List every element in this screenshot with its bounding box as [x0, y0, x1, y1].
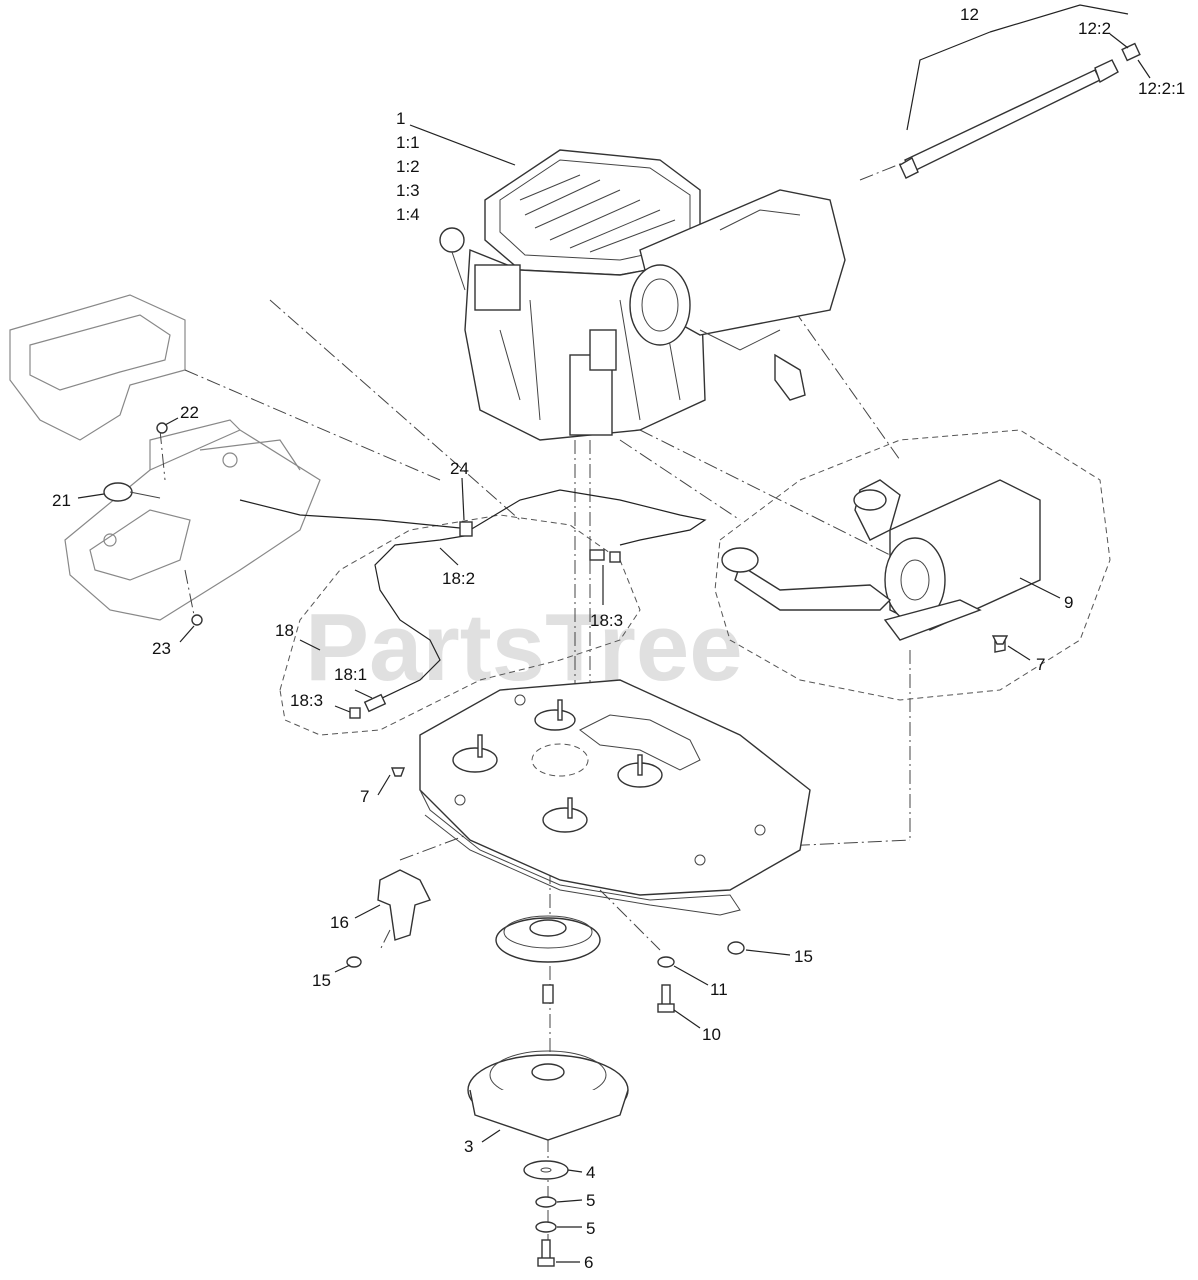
callout-7-right: 7	[1036, 655, 1045, 674]
callout-24: 24	[450, 459, 469, 478]
small-parts	[103, 422, 1009, 1267]
callout-1-2: 1:2	[396, 157, 420, 176]
callout-9: 9	[1064, 593, 1073, 612]
callout-18-3-upper: 18:3	[590, 611, 623, 630]
callout-16: 16	[330, 913, 349, 932]
mount-plate	[419, 679, 811, 916]
callout-4: 4	[586, 1163, 595, 1182]
callout-23: 23	[152, 639, 171, 658]
leader-lines	[77, 4, 1151, 1263]
callout-18-3-lower: 18:3	[290, 691, 323, 710]
watermark: PartsTree	[305, 594, 743, 701]
callout-18-1: 18:1	[334, 665, 367, 684]
callout-15-right: 15	[794, 947, 813, 966]
callout-3: 3	[464, 1137, 473, 1156]
callout-1-3: 1:3	[396, 181, 420, 200]
callout-12-2-1: 12:2:1	[1138, 79, 1185, 98]
fuel-tube	[899, 42, 1141, 179]
engine	[439, 149, 846, 441]
callout-18: 18	[275, 621, 294, 640]
callout-22: 22	[180, 403, 199, 422]
callout-7-left: 7	[360, 787, 369, 806]
frame-bracket	[9, 294, 321, 621]
callout-10: 10	[702, 1025, 721, 1044]
callout-21: 21	[52, 491, 71, 510]
callout-18-2: 18:2	[442, 569, 475, 588]
callout-15-left: 15	[312, 971, 331, 990]
callout-5-upper: 5	[586, 1191, 595, 1210]
callout-labels: 1 1:1 1:2 1:3 1:4 12 12:2 12:2:1 22 21 2…	[52, 5, 1185, 1272]
muffler-assembly	[714, 429, 1111, 701]
callout-12: 12	[960, 5, 979, 24]
callout-1-4: 1:4	[396, 205, 420, 224]
callout-11: 11	[710, 980, 728, 999]
callout-1: 1	[396, 109, 405, 128]
callout-5-lower: 5	[586, 1219, 595, 1238]
callout-1-1: 1:1	[396, 133, 420, 152]
fuel-line-assembly	[239, 489, 707, 736]
callout-6: 6	[584, 1253, 593, 1272]
callout-12-2: 12:2	[1078, 19, 1111, 38]
